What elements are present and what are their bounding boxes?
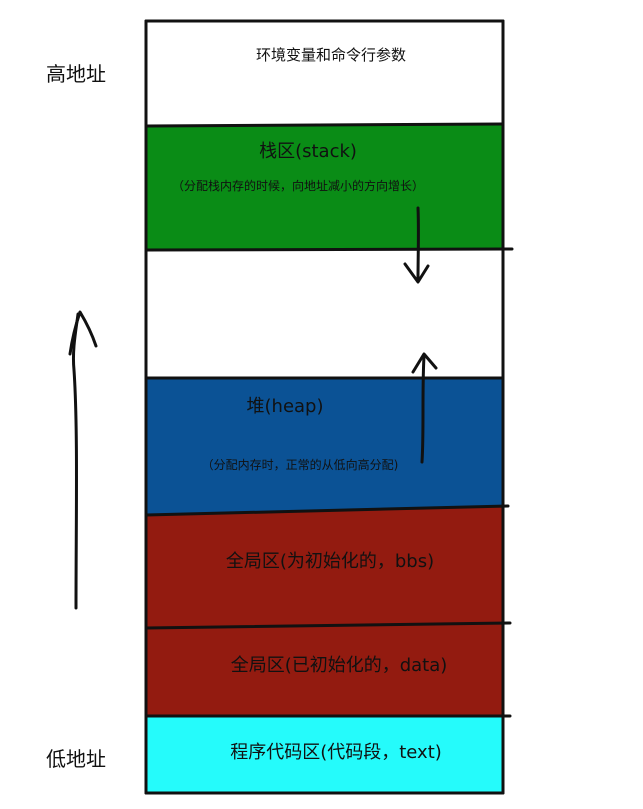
data-segment-label: 全局区(已初始化的，data) xyxy=(230,655,448,676)
bss-segment xyxy=(146,507,502,628)
heap-segment xyxy=(146,378,502,515)
address-increase-arrow xyxy=(68,310,98,610)
free-gap-segment xyxy=(146,250,502,378)
text-segment xyxy=(146,716,502,792)
stack-segment-note: （分配栈内存的时候，向地址减小的方向增长） xyxy=(171,179,425,193)
bss-segment-label: 全局区(为初始化的，bbs) xyxy=(225,551,435,572)
outer-frame xyxy=(144,19,505,795)
heap-segment-note: （分配内存时，正常的从低向高分配) xyxy=(201,458,399,472)
heap-growth-up-arrow xyxy=(411,352,438,464)
heap-segment-label: 堆(heap) xyxy=(246,396,324,417)
stack-segment-label: 栈区(stack) xyxy=(259,141,357,162)
divider-stack-gap xyxy=(144,247,514,252)
text-segment-label: 程序代码区(代码段，text) xyxy=(230,742,442,763)
data-segment xyxy=(146,624,502,716)
stack-growth-down-arrow xyxy=(403,206,430,284)
divider-env-stack xyxy=(144,122,505,128)
stack-segment xyxy=(146,124,502,250)
env-segment-label: 环境变量和命令行参数 xyxy=(255,46,407,64)
segment-dividers xyxy=(144,122,514,718)
env-segment xyxy=(146,22,502,125)
low-address-label: 低地址 xyxy=(46,747,106,771)
high-address-label: 高地址 xyxy=(46,62,106,86)
divider-bss-data xyxy=(144,621,512,630)
divider-heap-bss xyxy=(144,504,510,517)
